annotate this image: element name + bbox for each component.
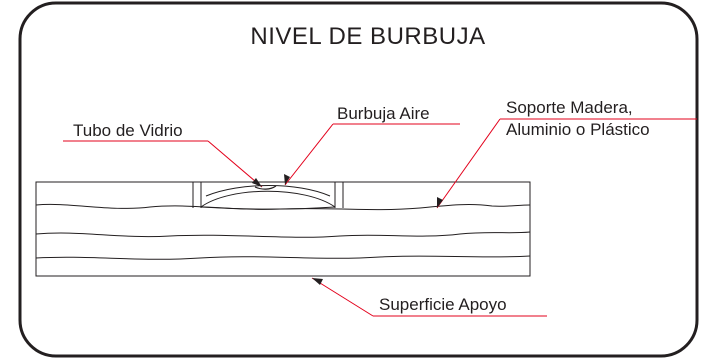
diagram-title: NIVEL DE BURBUJA [250, 23, 485, 50]
label-glass-tube: Tubo de Vidrio [73, 121, 183, 140]
air-bubble-arrowhead [284, 174, 290, 185]
surface-arrowhead [312, 278, 323, 285]
diagram-frame [18, 1, 699, 358]
label-support-line2: Aluminio o Plástico [506, 120, 650, 139]
glass-tube [192, 182, 344, 210]
air-bubble [254, 185, 277, 190]
support-arrowhead [437, 197, 443, 208]
label-air-bubble: Burbuja Aire [337, 104, 430, 123]
glass-tube-arrowhead [252, 178, 262, 187]
grain-line-bottom [35, 255, 531, 260]
leader-lines [63, 118, 697, 317]
label-surface: Superficie Apoyo [379, 295, 507, 314]
support-leader [436, 118, 501, 209]
arrowheads [252, 174, 443, 285]
glass-tube-leader [207, 140, 263, 188]
label-support-line1: Soporte Madera, [506, 98, 633, 117]
level-support-body [35, 181, 531, 277]
surface-leader [311, 277, 374, 317]
air-bubble-leader [284, 123, 334, 186]
grain-line-middle [35, 231, 531, 238]
